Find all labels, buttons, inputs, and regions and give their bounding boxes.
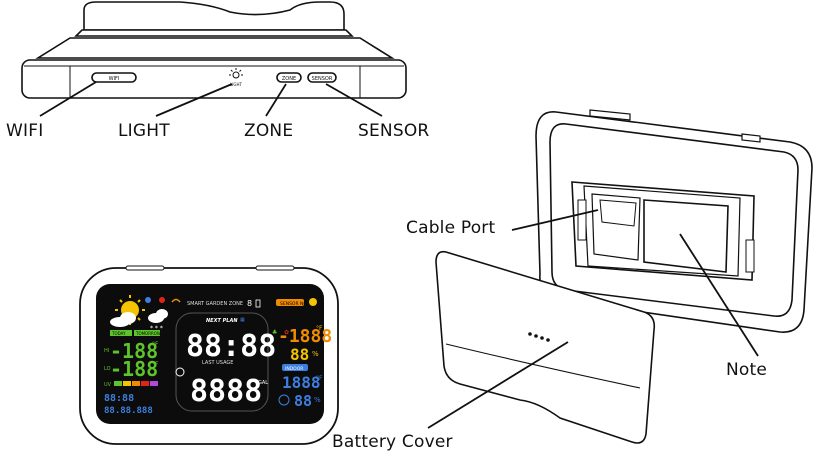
wifi-button-label: WIFI [109,76,120,82]
battery-icon [255,299,261,308]
clock-icon [175,367,185,377]
uv-label: UV [104,382,112,388]
wifi-button[interactable]: WIFI [91,72,137,83]
indoor-badge [282,364,308,371]
sensor-badge [276,299,304,306]
wifi-signal-icon [171,298,181,303]
last-usage: LAST USAGE [202,360,233,366]
zone-number: 8 [247,299,252,308]
sensor-temp: -1888 [278,326,332,347]
callout-cable-port: Cable Port [406,218,496,238]
face-icon [278,394,290,406]
top-device [21,1,407,99]
callout-light: LIGHT [118,121,170,141]
battery-cover [435,250,656,444]
sensor-badge-text: SENSOR NO. [280,301,308,307]
hi-deg: °F [152,341,159,348]
rear-device [535,109,813,333]
front-device [79,265,339,445]
header-text: SMART GARDEN ZONE [187,301,243,307]
top-callout-lines [39,81,383,117]
indoor-deg: °F [316,375,323,382]
lcd-screen: * * * SMART GARDEN ZONE 8 SENSOR NO. TOD… [104,295,332,416]
sensor-hum: 88 [290,345,309,364]
center-frame [175,312,269,412]
zone-button[interactable]: ZONE [276,72,302,83]
date-time: 88:88 [104,393,134,404]
tab-tomorrow-label: TOMORROW [135,331,161,336]
calendar-icon: ▦ [240,317,245,323]
svg-text:* * *: * * * [150,325,163,332]
thermometer-icon [309,298,317,306]
callout-zone: ZONE [244,121,294,141]
cloud-icon [110,312,136,327]
tab-today-label: TODAY [111,331,126,336]
sensor-deg: °F [316,325,323,332]
tab-tomorrow [134,330,160,336]
indoor-temp: 1888 [282,373,321,392]
zone-button-label: ZONE [282,76,296,82]
sensor-button[interactable]: SENSOR [307,72,337,83]
indoor-pct: % [314,396,321,404]
next-plan: NEXT PLAN [206,318,238,324]
light-sensor [229,68,243,79]
lo-label: LO [104,366,111,372]
indoor-hum: 88 [294,392,312,410]
lo-temp: -188 [110,357,158,381]
uv-bar [114,381,158,386]
tab-today [110,330,132,336]
gal-unit: GAL [258,380,268,386]
water-drop-icon [145,297,151,303]
indoor-badge-text: INDOOR [285,366,303,372]
callout-sensor: SENSOR [358,121,430,141]
rear-callout-lines [427,209,759,429]
snow-cloud-icon: * * * [148,309,168,332]
big-time: 88:88 [186,329,276,364]
hi-label: HI [104,348,109,354]
leaf-icon: ♣ [272,329,277,336]
lo-deg: °F [152,361,159,368]
callout-battery-cover: Battery Cover [332,432,453,452]
light-sensor-text: LIGHT [230,82,243,87]
sensor-button-label: SENSOR [312,76,333,82]
date-line: 88.88.888 [104,406,153,416]
callout-wifi: WIFI [6,121,44,141]
sensor-pct: % [312,350,319,358]
big-usage: 8888 [190,374,262,409]
alarm-icon [159,297,165,303]
flower-icon: ✿ [284,329,289,336]
callout-note: Note [726,360,768,380]
hi-temp: -188 [110,339,158,363]
